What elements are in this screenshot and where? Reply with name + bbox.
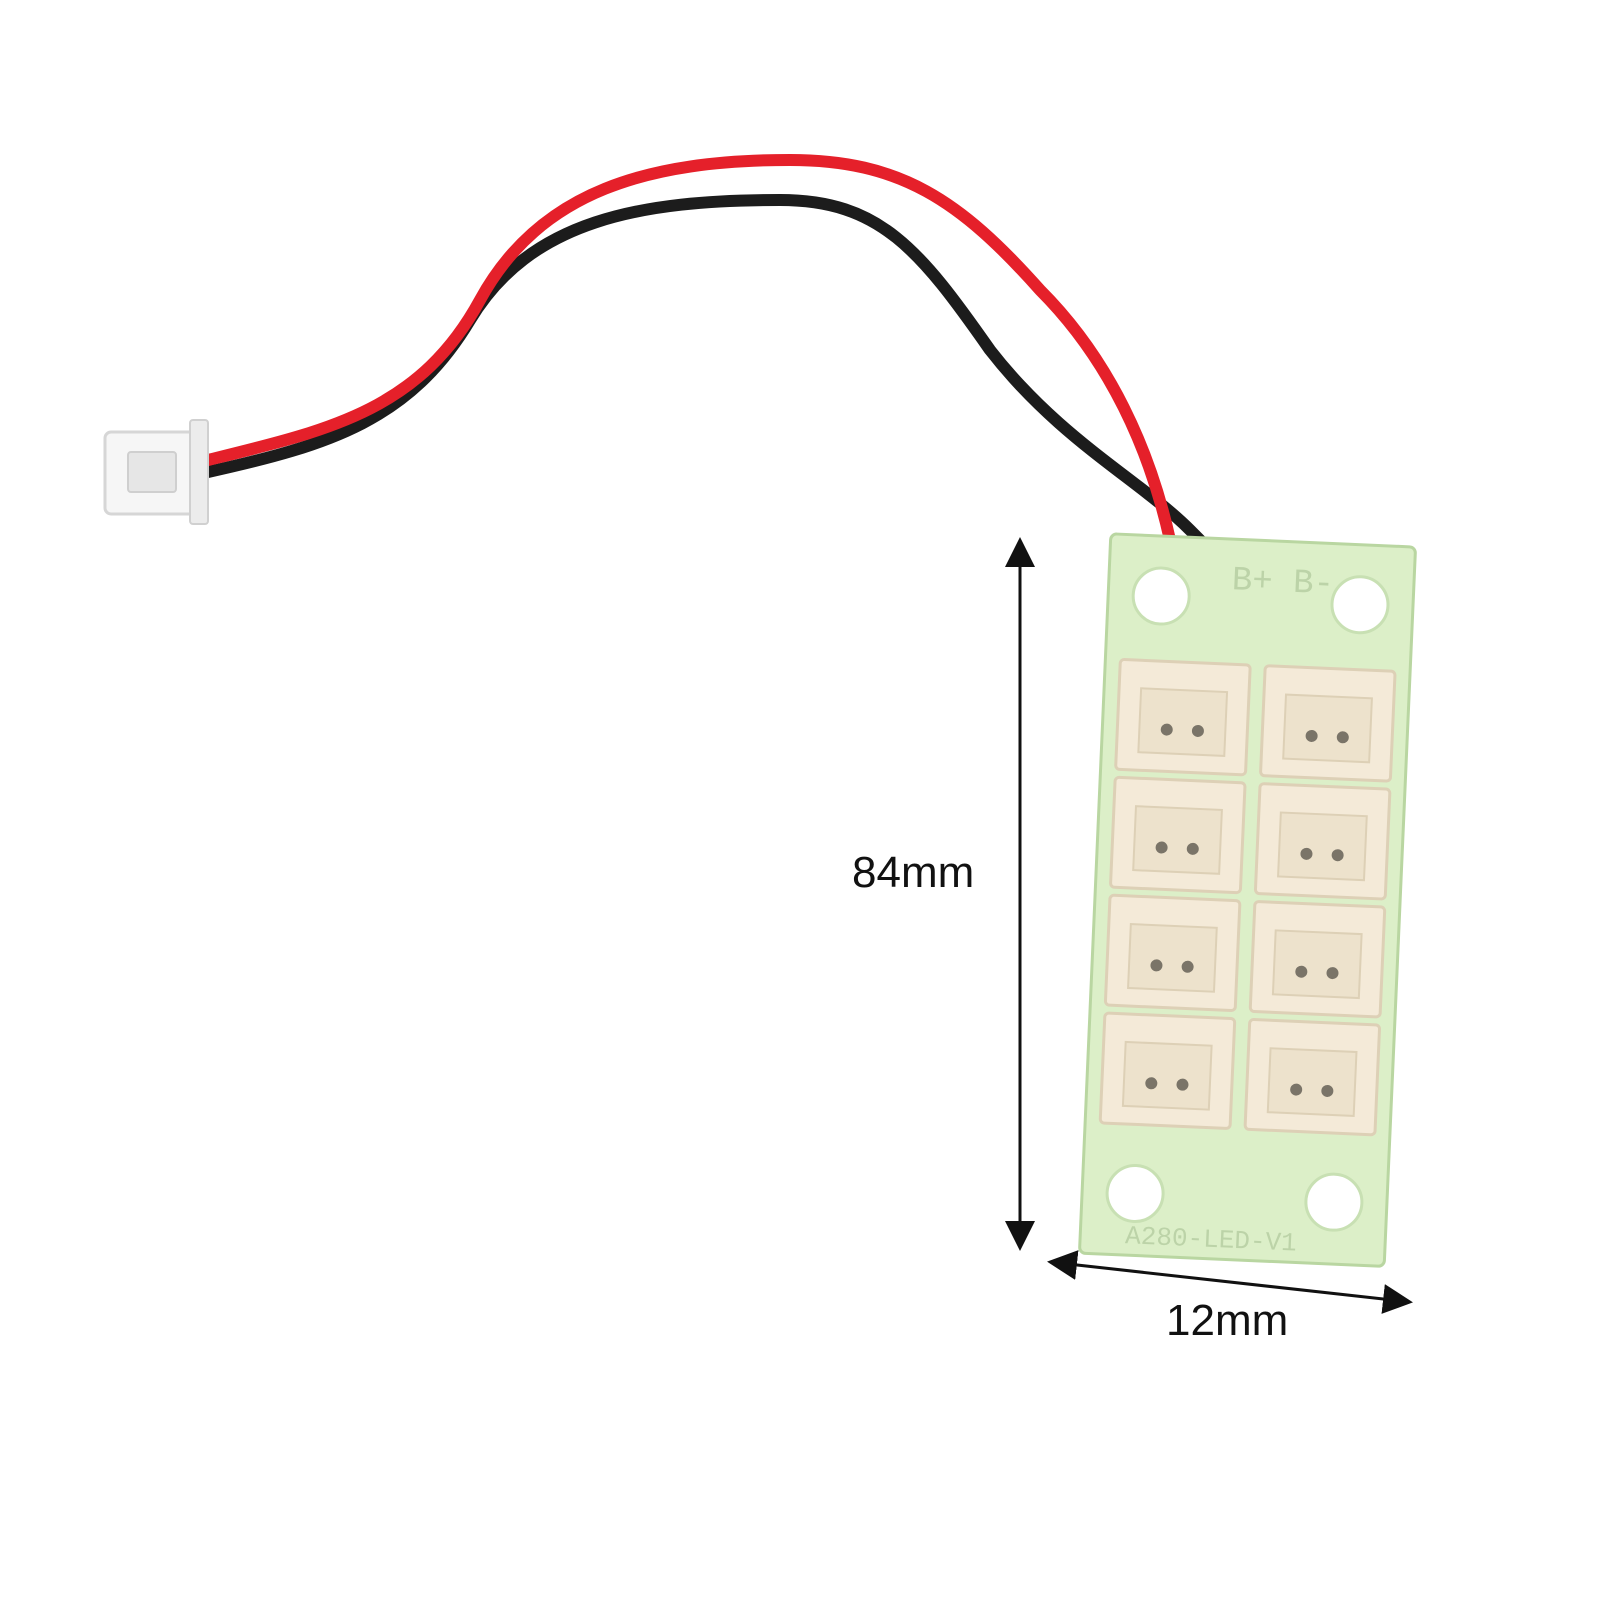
mount-hole-bottom-left: [1105, 1163, 1165, 1223]
jst-socket: [1098, 1011, 1237, 1130]
jst-plug-icon: [103, 419, 209, 525]
mount-hole-top-left: [1131, 566, 1191, 626]
jst-socket: [1103, 893, 1242, 1013]
connector-grid: [1098, 658, 1397, 1137]
mount-hole-bottom-right: [1304, 1172, 1364, 1232]
pcb-board: B+ B- A280-LED-V1: [1078, 532, 1417, 1268]
width-dimension-label: 12mm: [1166, 1296, 1289, 1345]
red-wire: [202, 153, 1206, 634]
mount-hole-top-right: [1330, 575, 1390, 635]
jst-socket: [1259, 664, 1397, 783]
jst-socket: [1114, 658, 1252, 777]
jst-socket: [1248, 900, 1387, 1019]
jst-socket: [1109, 775, 1247, 895]
wire-harness: [202, 153, 1281, 636]
jst-socket: [1253, 782, 1392, 901]
jst-socket: [1243, 1017, 1382, 1137]
board-marking-top: B+ B-: [1231, 562, 1335, 604]
height-dimension-label: 84mm: [852, 848, 975, 897]
double-arrow-horizontal: [1047, 1250, 1413, 1314]
